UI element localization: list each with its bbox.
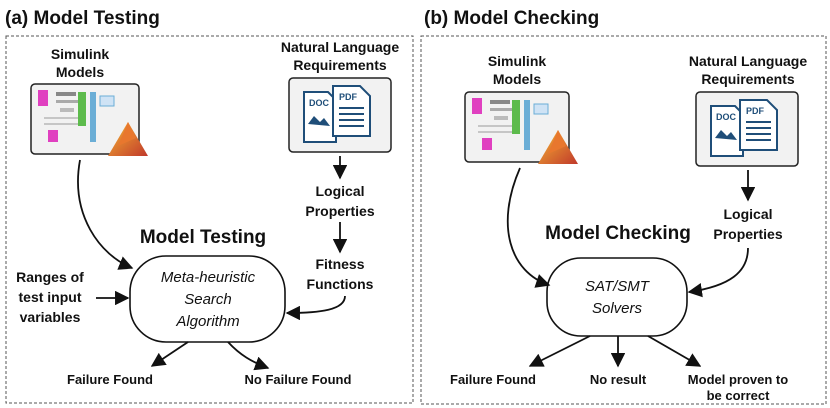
panel-b-arrows xyxy=(506,167,756,368)
panel-a-doc-label: DOC xyxy=(309,98,330,108)
panel-a-simulink-label-1: Simulink xyxy=(51,46,110,62)
panel-b-arrow-to-failure xyxy=(528,335,591,367)
panel-b: (b) Model Checking Simulink Models Natur… xyxy=(420,8,827,405)
panel-b-outcome-proven-1: Model proven to xyxy=(688,372,788,387)
panel-a-arrow-to-failure xyxy=(150,341,189,367)
panel-a-process-title: Model Testing xyxy=(140,227,266,248)
panel-a-outcome-failure: Failure Found xyxy=(67,372,153,387)
panel-a-ranges-label-2: test input xyxy=(19,289,82,305)
panel-b-simulink-label-2: Models xyxy=(493,71,541,87)
panel-b-engine-label-2: Solvers xyxy=(592,300,643,317)
panel-b-nl-label-1: Natural Language xyxy=(689,53,807,69)
panel-b-pdf-label: PDF xyxy=(746,106,765,116)
panel-b-outcome-proven-2: be correct xyxy=(707,388,771,403)
panel-a-outcome-no-failure: No Failure Found xyxy=(245,372,352,387)
panel-b-simulink-label-1: Simulink xyxy=(488,53,547,69)
panel-a-engine-label-3: Algorithm xyxy=(175,313,239,330)
panel-a-engine-label-1: Meta-heuristic xyxy=(161,269,256,286)
panel-b-documents-icon: DOC PDF xyxy=(695,91,799,167)
panel-b-heading: (b) Model Checking xyxy=(424,8,599,29)
panel-b-arrow-simulink-to-engine xyxy=(506,167,551,288)
panel-a-logical-label-1: Logical xyxy=(315,183,364,199)
panel-b-process-title: Model Checking xyxy=(545,223,691,244)
panel-b-engine-box xyxy=(546,257,688,337)
panel-b-simulink-icon xyxy=(464,91,578,164)
panel-a-pdf-label: PDF xyxy=(339,92,358,102)
panel-b-arrow-logical-to-engine xyxy=(687,247,749,298)
panel-a: (a) Model Testing Simulink Models Natura… xyxy=(5,8,414,404)
panel-a-ranges-label-1: Ranges of xyxy=(16,269,84,285)
panel-a-heading: (a) Model Testing xyxy=(5,8,160,29)
panel-b-doc-label: DOC xyxy=(716,112,737,122)
panel-a-arrow-simulink-to-engine xyxy=(77,159,134,270)
panel-a-fitness-label-1: Fitness xyxy=(315,256,364,272)
panel-a-arrows xyxy=(77,156,348,371)
panel-b-arrow-to-proven xyxy=(647,335,702,367)
panel-b-engine-label-1: SAT/SMT xyxy=(585,278,651,295)
panel-b-logical-label-2: Properties xyxy=(713,226,782,242)
panel-a-fitness-label-2: Functions xyxy=(307,276,374,292)
panel-b-logical-label-1: Logical xyxy=(723,206,772,222)
panel-b-frame xyxy=(420,35,827,405)
panel-a-logical-label-2: Properties xyxy=(305,203,374,219)
panel-a-engine-box xyxy=(129,255,286,343)
panel-a-engine-label-2: Search xyxy=(184,291,232,308)
panel-b-outcome-no-result: No result xyxy=(590,372,647,387)
panel-a-nl-label-1: Natural Language xyxy=(281,39,399,55)
panel-a-documents-icon: DOC PDF xyxy=(288,77,392,153)
panel-b-outcome-failure: Failure Found xyxy=(450,372,536,387)
panel-a-arrow-to-no-failure xyxy=(227,341,270,371)
panel-a-arrow-fitness-to-engine xyxy=(285,295,346,321)
panel-a-simulink-icon xyxy=(30,83,148,156)
panel-a-frame xyxy=(5,35,414,404)
panel-a-nl-label-2: Requirements xyxy=(293,57,387,73)
panel-b-nl-label-2: Requirements xyxy=(701,71,795,87)
panel-a-ranges-label-3: variables xyxy=(20,309,81,325)
panel-a-simulink-label-2: Models xyxy=(56,64,104,80)
